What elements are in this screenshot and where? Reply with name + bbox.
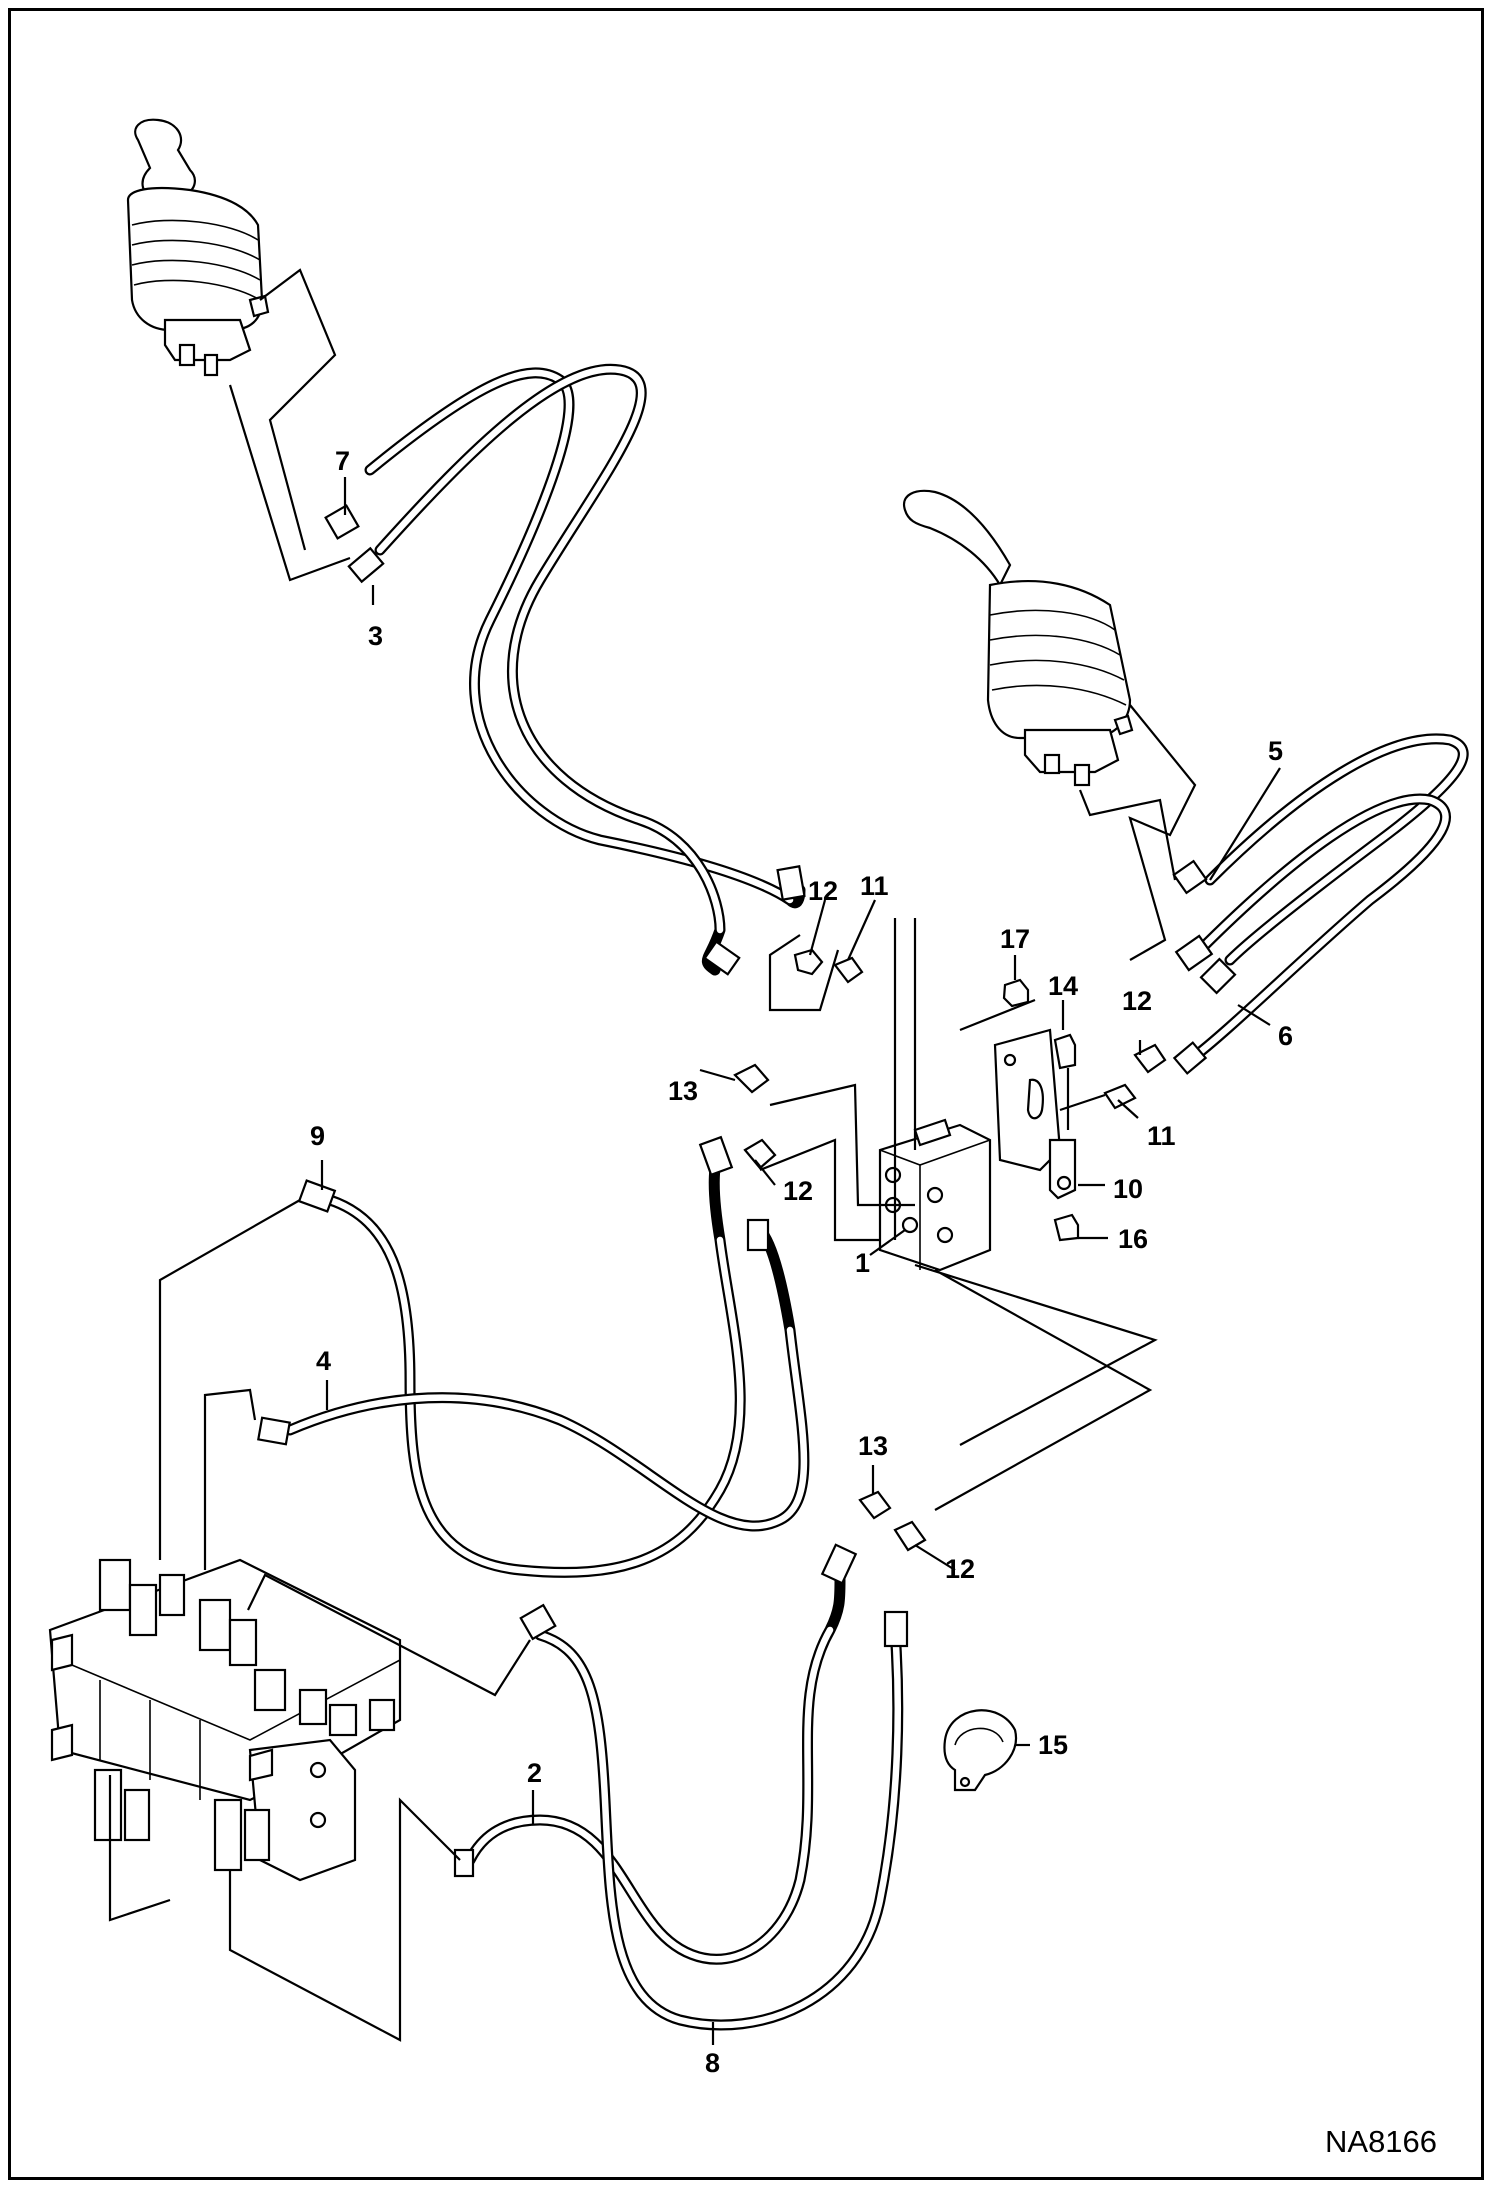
hose-lower-set [284, 1144, 904, 2031]
leader-line [203, 1388, 257, 1570]
callout-12-right: 12 [1122, 986, 1152, 1016]
mounting-bracket [993, 1028, 1077, 1200]
callout-1: 1 [855, 1248, 870, 1278]
callout-3: 3 [368, 621, 383, 651]
leader-line [259, 268, 337, 551]
right-joystick [902, 489, 1134, 787]
callout-10: 10 [1113, 1174, 1143, 1204]
callout-12-mid: 12 [783, 1176, 813, 1206]
callout-6: 6 [1278, 1021, 1293, 1051]
callout-13-bottom: 13 [858, 1431, 888, 1461]
callout-8: 8 [705, 2048, 720, 2078]
left-joystick [126, 118, 270, 377]
leader-line [108, 1775, 171, 1922]
small-fittings [733, 948, 1167, 1552]
callout-2: 2 [527, 1758, 542, 1788]
leader-line [914, 1263, 1158, 1511]
callout-12-bottom: 12 [945, 1554, 975, 1584]
callout-15: 15 [1038, 1730, 1068, 1760]
leader-line [959, 998, 1036, 1032]
callout-4: 4 [316, 1346, 331, 1376]
leader-line [1128, 704, 1197, 961]
leader-line [1059, 1093, 1106, 1112]
hose-end-fittings [257, 504, 1237, 1878]
callout-9: 9 [310, 1121, 325, 1151]
callout-7: 7 [335, 446, 350, 476]
callout-leaders [320, 477, 1281, 2045]
hose-right-pair [1184, 733, 1469, 1066]
drawing-reference-code: NA8166 [1325, 2124, 1437, 2159]
main-control-valve [48, 1558, 402, 1882]
leader-line [1078, 789, 1177, 881]
leader-line [247, 1573, 531, 1697]
leader-line [158, 1199, 301, 1560]
leader-line [228, 384, 351, 582]
callout-labels: 7 3 5 6 12 11 17 14 12 13 11 9 12 10 16 … [310, 446, 1293, 2078]
callout-11-top: 11 [860, 871, 889, 901]
hose-clamp [943, 1709, 1018, 1792]
callout-17: 17 [1000, 924, 1030, 954]
callout-11-right: 11 [1147, 1121, 1176, 1151]
callout-12-top: 12 [808, 876, 838, 906]
callout-5: 5 [1268, 736, 1283, 766]
hose-left-pair [364, 363, 806, 976]
leader-line [893, 918, 917, 1240]
leader-line [228, 1797, 461, 2042]
leader-line [759, 1138, 880, 1242]
callout-13-top: 13 [668, 1076, 698, 1106]
callout-16: 16 [1118, 1224, 1148, 1254]
leader-line [769, 1083, 915, 1207]
valve-block [878, 1118, 992, 1272]
leader-line [768, 934, 840, 1012]
callout-14: 14 [1048, 971, 1078, 1001]
